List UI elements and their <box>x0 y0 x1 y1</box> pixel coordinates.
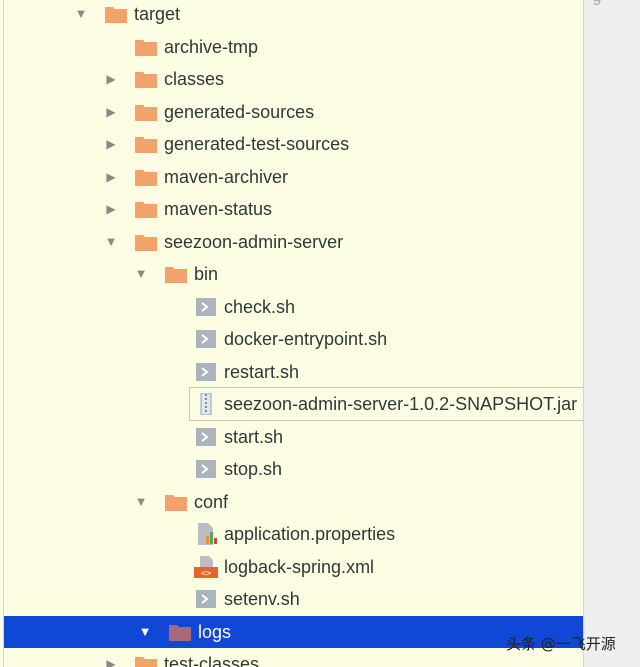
tree-item-label: generated-sources <box>164 101 315 122</box>
tree-item-label: test-classes <box>164 654 260 667</box>
collapse-arrow-icon[interactable]: ▶ <box>106 202 116 216</box>
panel-edge-line <box>3 0 4 667</box>
tree-item-label: application.properties <box>224 524 396 544</box>
tree-file-row[interactable]: check.sh <box>0 291 583 323</box>
expand-arrow-icon[interactable]: ▼ <box>104 233 118 249</box>
tree-item-label: seezoon-admin-server-1.0.2-SNAPSHOT.jar <box>224 394 578 414</box>
folder-icon <box>134 101 158 123</box>
folder-icon <box>134 166 158 188</box>
expand-arrow-icon[interactable]: ▼ <box>74 6 88 21</box>
tree-file-row[interactable]: application.properties <box>0 518 583 550</box>
tree-item-label: archive-tmp <box>164 36 259 57</box>
folder-icon <box>164 263 188 285</box>
collapse-arrow-icon[interactable]: ▶ <box>106 657 116 667</box>
project-tree-panel[interactable]: ▼ target archive-tmp ▶ classes ▶ generated-sou… <box>0 0 583 667</box>
shell-script-icon <box>194 426 218 448</box>
expand-arrow-icon[interactable]: ▼ <box>134 493 148 509</box>
folder-icon <box>134 133 158 155</box>
tree-folder-row[interactable]: ▼ target <box>0 0 583 30</box>
shell-script-icon <box>194 296 218 318</box>
tree-file-row[interactable]: start.sh <box>0 421 583 453</box>
watermark: 头条 @一飞开源 <box>506 635 616 653</box>
collapse-arrow-icon[interactable]: ▶ <box>106 104 116 119</box>
tree-item-label: seezoon-admin-server <box>164 231 344 252</box>
tree-file-row[interactable]: docker-entrypoint.sh <box>0 323 583 355</box>
folder-icon <box>104 3 128 25</box>
tree-folder-row[interactable]: archive-tmp <box>0 31 583 63</box>
folder-icon <box>134 36 158 58</box>
expand-arrow-icon[interactable]: ▼ <box>138 623 152 639</box>
tree-folder-row[interactable]: ▼ conf <box>0 486 583 518</box>
tree-item-label: classes <box>164 69 225 89</box>
shell-script-icon <box>194 361 218 383</box>
tree-folder-row[interactable]: ▼ bin <box>0 258 583 290</box>
folder-icon <box>134 68 158 90</box>
tree-item-label: check.sh <box>224 296 296 317</box>
collapse-arrow-icon[interactable]: ▶ <box>106 169 116 184</box>
tree-folder-row[interactable]: ▶ test-classes <box>0 648 583 667</box>
shell-script-icon <box>194 328 218 350</box>
tree-item-label: bin <box>194 264 219 284</box>
tree-file-row[interactable]: setenv.sh <box>0 583 583 615</box>
shell-script-icon <box>194 588 218 610</box>
tree-folder-row[interactable]: ▼ logs <box>4 615 583 648</box>
jar-archive-icon <box>194 392 218 416</box>
tree-item-label: start.sh <box>224 426 284 447</box>
tree-item-label: restart.sh <box>224 361 300 382</box>
expand-arrow-icon[interactable]: ▼ <box>134 266 148 281</box>
tree-item-label: conf <box>194 491 229 512</box>
tree-item-label: target <box>134 4 181 24</box>
tree-folder-row[interactable]: ▶ classes <box>0 63 583 95</box>
shell-script-icon <box>194 458 218 480</box>
tree-file-row[interactable]: stop.sh <box>0 453 583 485</box>
tree-file-row[interactable]: <> logback-spring.xml <box>0 551 583 583</box>
properties-file-icon <box>194 523 218 545</box>
tree-folder-row[interactable]: ▼ seezoon-admin-server <box>0 226 583 258</box>
tree-folder-row[interactable]: ▶ maven-status <box>0 193 583 225</box>
folder-icon <box>134 198 158 220</box>
folder-icon <box>164 491 188 513</box>
collapse-arrow-icon[interactable]: ▶ <box>106 137 116 151</box>
line-number: 9 <box>592 0 602 10</box>
tree-folder-row[interactable]: ▶ generated-test-sources <box>0 128 583 160</box>
tree-item-label: stop.sh <box>224 459 283 479</box>
tree-item-label: setenv.sh <box>224 589 300 609</box>
tree-folder-row[interactable]: ▶ generated-sources <box>0 96 583 128</box>
tree-item-label: docker-entrypoint.sh <box>224 329 388 349</box>
tree-item-label: logback-spring.xml <box>224 556 375 577</box>
folder-icon <box>168 621 192 643</box>
folder-icon <box>134 653 158 667</box>
xml-file-icon: <> <box>194 555 218 579</box>
svg-text:<>: <> <box>201 569 212 578</box>
tree-file-row[interactable]: restart.sh <box>0 356 583 388</box>
folder-icon <box>134 231 158 253</box>
tree-item-label: generated-test-sources <box>164 134 350 154</box>
editor-gutter: 9 <box>583 0 640 667</box>
filename-tooltip <box>189 387 583 421</box>
tree-folder-row[interactable]: ▶ maven-archiver <box>0 161 583 193</box>
tree-item-label: logs <box>198 621 232 642</box>
collapse-arrow-icon[interactable]: ▶ <box>106 72 116 86</box>
tree-file-row[interactable]: seezoon-admin-server-1.0.2-SNAPSHOT.jar <box>0 388 583 420</box>
tree-item-label: maven-archiver <box>164 166 289 187</box>
tree-item-label: maven-status <box>164 199 273 219</box>
